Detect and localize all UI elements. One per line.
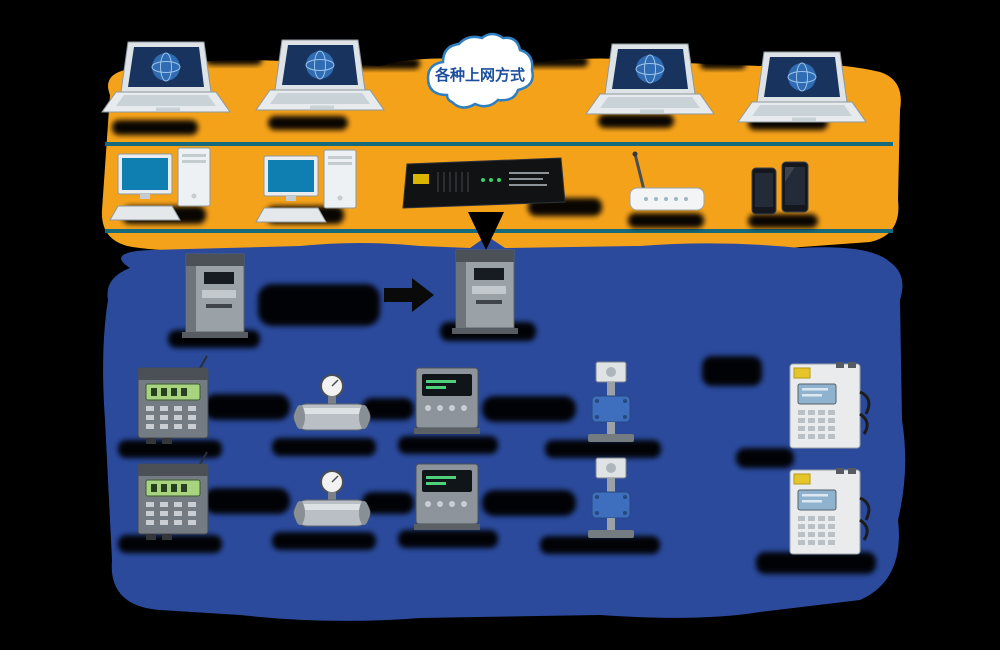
label-smudge: [118, 535, 222, 553]
label-smudge: [272, 438, 376, 456]
label-smudge: [398, 436, 498, 454]
server-vents: [437, 172, 469, 192]
label-smudge: [545, 440, 661, 458]
router-antenna: [633, 153, 646, 191]
led-icon: [481, 178, 485, 182]
label-smudge: [748, 214, 818, 228]
label-smudge: [204, 488, 290, 514]
label-smudge: [350, 58, 420, 69]
label-smudge: [398, 530, 498, 548]
portable-analyzer-1: [788, 360, 871, 450]
label-smudge: [756, 552, 876, 574]
led-icon: [489, 178, 493, 182]
label-smudge: [362, 492, 414, 514]
label-smudge: [268, 116, 348, 130]
label-smudge: [204, 394, 290, 420]
flow-arrow: [384, 278, 434, 312]
label-smudge: [700, 58, 746, 69]
smartphones: [751, 161, 809, 215]
rack-server: [402, 157, 566, 209]
server-logo-badge: [413, 174, 429, 184]
flow-computer-1: [137, 355, 209, 445]
data-collector-kiosk-2: [451, 249, 519, 335]
internet-cloud: 各种上网方式: [426, 32, 534, 109]
label-smudge: [362, 398, 414, 420]
label-smudge: [482, 396, 576, 422]
wireless-router: [629, 151, 705, 211]
ethernet-line-top: [105, 142, 893, 146]
label-smudge: [540, 536, 660, 554]
label-smudge: [702, 356, 762, 386]
label-smudge: [736, 448, 794, 468]
data-collector-kiosk-1: [181, 253, 249, 339]
label-smudge: [522, 56, 588, 67]
server-chassis: [402, 157, 566, 209]
label-smudge: [118, 440, 222, 458]
controller-2: [413, 463, 481, 531]
cloud-label: 各种上网方式: [434, 66, 525, 84]
server-down-arrow: [468, 212, 504, 250]
label-smudge: [272, 532, 376, 550]
label-smudge: [598, 114, 674, 128]
flow-computer-2: [137, 451, 209, 541]
label-smudge: [482, 490, 576, 516]
label-smudge: [206, 54, 262, 65]
label-smudge: [112, 120, 198, 135]
ethernet-line-bottom: [105, 229, 893, 233]
label-smudge: [628, 213, 704, 228]
portable-analyzer-2: [788, 466, 871, 556]
cloud-shape: [426, 32, 534, 109]
controller-1: [413, 367, 481, 435]
led-icon: [497, 178, 501, 182]
label-smudge: [258, 284, 380, 326]
